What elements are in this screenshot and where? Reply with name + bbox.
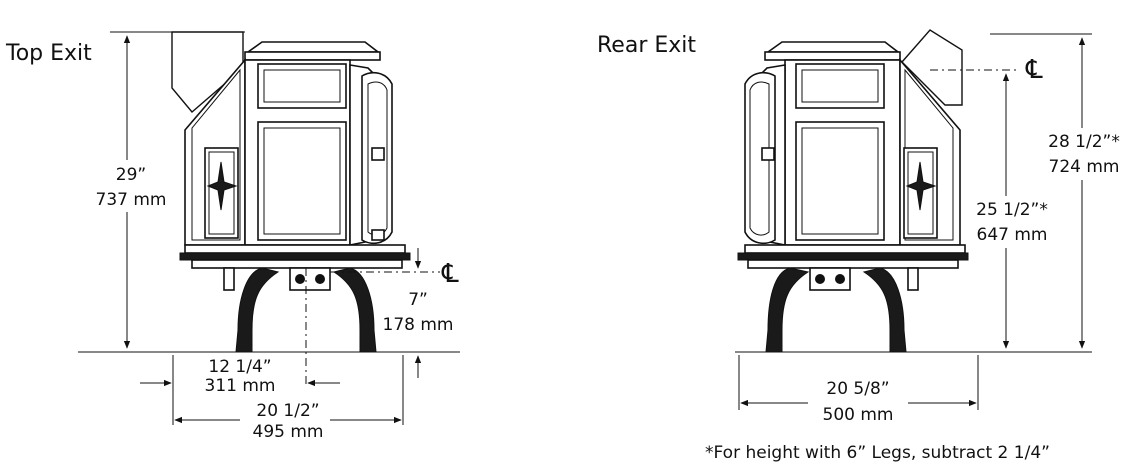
stove-rear-illustration xyxy=(737,29,969,353)
legs-footnote: *For height with 6” Legs, subtract 2 1/4… xyxy=(705,443,1050,463)
width-in-label: 20 1/2” xyxy=(256,401,319,421)
flue-height-in-label: 25 1/2”* xyxy=(976,200,1048,220)
stove-front-illustration xyxy=(171,31,411,353)
rear-width-in-label: 20 5/8” xyxy=(826,379,889,399)
top-exit-view: Top Exit 29” 737 mm xyxy=(5,31,460,444)
rear-width-mm-label: 500 mm xyxy=(823,405,894,425)
rear-exit-view: Rear Exit xyxy=(597,29,1130,463)
offset-in-label: 12 1/4” xyxy=(208,357,271,377)
offset-mm-label: 311 mm xyxy=(205,376,276,396)
leg-height-in-label: 7” xyxy=(408,290,428,310)
top-exit-title: Top Exit xyxy=(5,41,92,66)
flue-height-mm-label: 647 mm xyxy=(977,225,1048,245)
leg-height-mm-label: 178 mm xyxy=(383,315,454,335)
height-mm-label: 737 mm xyxy=(96,190,167,210)
rear-exit-centerline-symbol: ℄ xyxy=(1025,55,1043,85)
total-height-mm-label: 724 mm xyxy=(1049,157,1120,177)
height-in-label: 29” xyxy=(116,165,146,185)
width-mm-label: 495 mm xyxy=(253,422,324,442)
rear-exit-title: Rear Exit xyxy=(597,33,696,58)
total-height-in-label: 28 1/2”* xyxy=(1048,132,1120,152)
top-exit-centerline-symbol: ℄ xyxy=(441,259,459,289)
